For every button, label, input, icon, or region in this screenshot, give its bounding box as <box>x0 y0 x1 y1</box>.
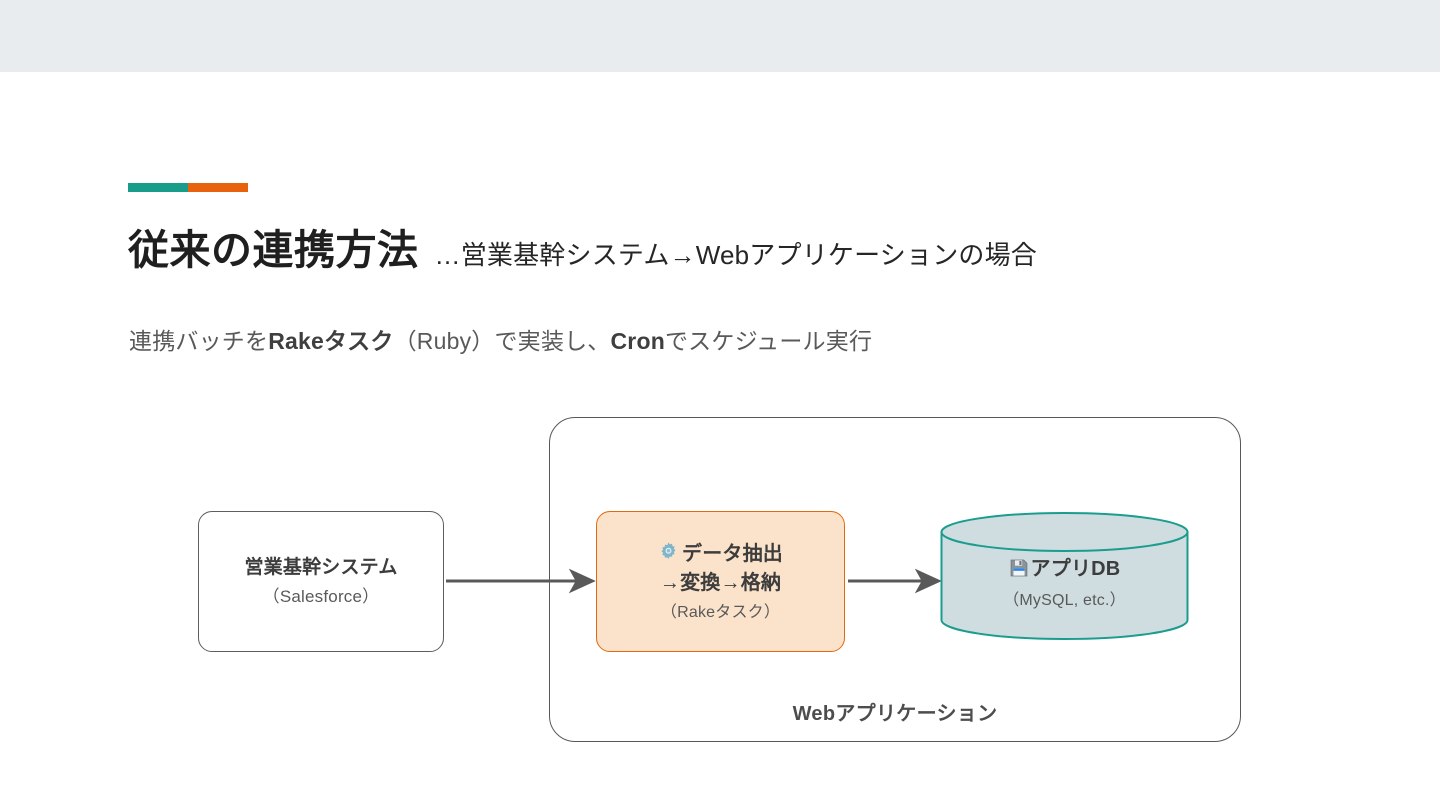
floppy-disk-icon <box>1009 558 1029 584</box>
node-etl-task-title-line1: データ抽出 <box>682 543 783 566</box>
node-app-database-subtitle: （MySQL, etc.） <box>1003 591 1126 609</box>
node-app-database-title: アプリDB <box>1009 557 1121 584</box>
accent-bar-orange-segment <box>188 183 248 192</box>
node-source-system[interactable]: 営業基幹システム （Salesforce） <box>198 511 444 652</box>
page-title-suffix: …営業基幹システム→Webアプリケーションの場合 <box>434 240 1037 270</box>
lead-part-2: （Ruby）で実装し、 <box>393 328 611 354</box>
gear-icon <box>658 541 679 569</box>
node-app-database[interactable]: アプリDB （MySQL, etc.） <box>940 512 1189 640</box>
accent-bar-teal-segment <box>128 183 188 192</box>
node-etl-task-subtitle: （Rakeタスク） <box>660 603 781 621</box>
node-app-database-title-text: アプリDB <box>1030 557 1121 580</box>
node-etl-task-title: データ抽出 →変換→格納 <box>658 541 783 596</box>
node-source-system-subtitle: （Salesforce） <box>262 587 380 607</box>
accent-bar <box>128 183 248 192</box>
database-cylinder-shape <box>940 512 1189 640</box>
top-band <box>0 0 1440 72</box>
page-title-main: 従来の連携方法 <box>128 227 419 273</box>
lead-part-1: 連携バッチを <box>129 328 269 354</box>
lead-bold-cron: Cron <box>610 328 665 354</box>
webapp-container-label: Webアプリケーション <box>792 703 998 725</box>
lead-paragraph: 連携バッチをRakeタスク（Ruby）で実装し、Cronでスケジュール実行 <box>129 322 872 356</box>
node-app-database-text: アプリDB （MySQL, etc.） <box>940 512 1189 640</box>
page-title: 従来の連携方法 …営業基幹システム→Webアプリケーションの場合 <box>128 216 1037 276</box>
node-source-system-title: 営業基幹システム <box>244 556 398 578</box>
lead-bold-rake: Rakeタスク <box>268 328 394 354</box>
node-etl-task[interactable]: データ抽出 →変換→格納 （Rakeタスク） <box>596 511 845 652</box>
node-etl-task-title-line2: →変換→格納 <box>659 571 782 594</box>
lead-part-3: でスケジュール実行 <box>664 328 873 354</box>
